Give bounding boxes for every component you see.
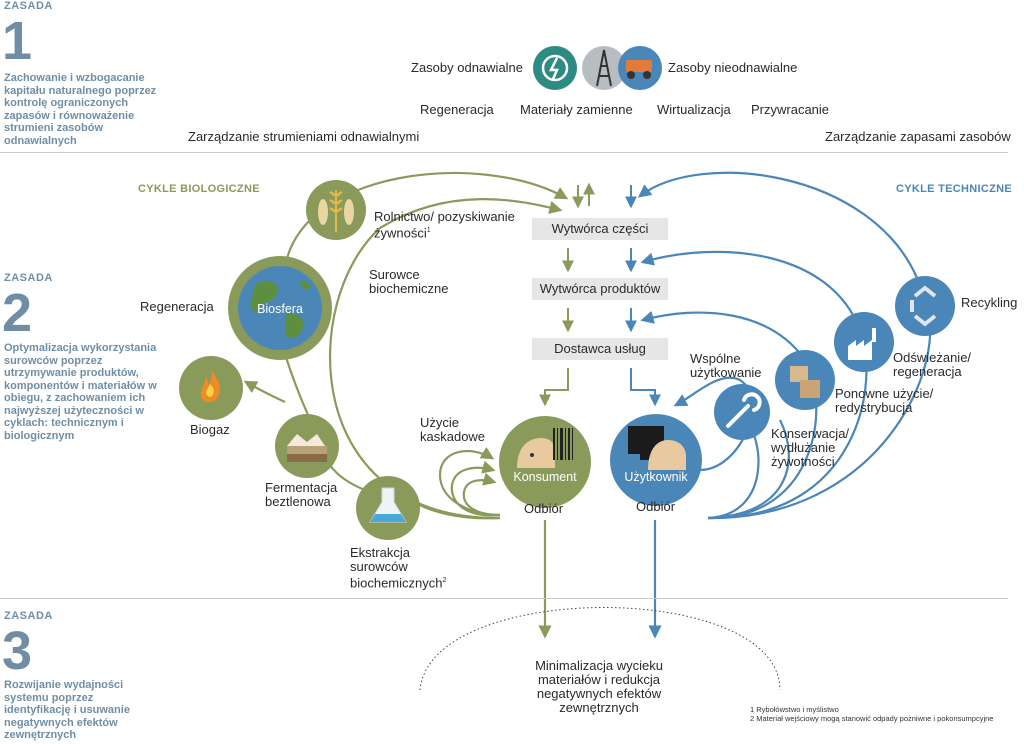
service-provider-box: Dostawca usług [532, 338, 668, 360]
user-collection-label: Odbiór [636, 499, 676, 514]
principle-1-label: ZASADA [4, 0, 53, 12]
user-circle [610, 414, 702, 506]
factory-icon [834, 312, 894, 372]
consumer-circle [499, 416, 591, 508]
renewable-icon [533, 46, 577, 90]
regeneration-top-label: Regeneracja [420, 102, 494, 117]
regeneration-bio-label: Regeneracja [140, 299, 214, 314]
divider-top [0, 152, 1008, 153]
wrench-icon [714, 384, 770, 440]
raw-biochem-label: Surowce biochemiczne [369, 267, 449, 296]
biological-cycles-title: CYKLE BIOLOGICZNE [138, 183, 260, 195]
boxes-icon [775, 350, 835, 410]
consumer-collection-label: Odbiór [524, 501, 564, 516]
product-manufacturer-box: Wytwórca produktów [532, 278, 668, 300]
renewable-resources-label: Zasoby odnawialne [411, 60, 524, 75]
footnote-2: 2 Materiał wejściowy mogą stanowić odpad… [750, 714, 994, 723]
principle-1-text: Zachowanie i wzbogacanie kapitału natura… [4, 72, 157, 147]
farming-label: Rolnictwo/ pozyskiwanie żywności1 [374, 209, 515, 241]
fermentation-icon [275, 414, 339, 478]
stock-mgmt-label: Zarządzanie zapasami zasobów [825, 129, 1011, 144]
restoration-label: Przywracanie [751, 102, 830, 117]
footnote-1: 1 Rybołówstwo i myślistwo [750, 705, 839, 714]
oil-rig-icon [582, 46, 626, 90]
principle-3-label: ZASADA [4, 610, 53, 622]
farming-icon [306, 180, 366, 240]
leakage-label: Minimalizacja wycieku materiałów i reduk… [535, 658, 663, 715]
nonrenewable-resources-label: Zasoby nieodnawialne [668, 60, 798, 75]
renewable-flows-mgmt-label: Zarządzanie strumieniami odnawialnymi [188, 129, 420, 144]
principle-3-number: 3 [2, 621, 33, 681]
recycling-icon [895, 276, 955, 336]
principle-2-text: Optymalizacja wykorzystania surowców pop… [4, 342, 157, 442]
maintain-label: Konserwacja/ wydłużanie żywotności [771, 426, 850, 469]
extraction-label: Ekstrakcja surowców biochemicznych2 [350, 545, 447, 591]
cascade-use-label: Użycie kaskadowe [420, 415, 486, 444]
parts-manufacturer-box: Wytwórca części [532, 218, 668, 240]
sharing-label: Wspólne użytkowanie [690, 351, 762, 380]
mining-truck-icon [618, 46, 662, 90]
extraction-flask-icon [356, 476, 420, 540]
principle-3-text: Rozwijanie wydajności systemu poprzez id… [4, 679, 130, 741]
principle-2-label: ZASADA [4, 272, 53, 284]
biosphere-globe [228, 256, 332, 360]
biosphere-label: Biosfera [257, 302, 303, 316]
principle-1-number: 1 [2, 11, 33, 71]
principle-2-number: 2 [2, 283, 33, 343]
leakage-arc [419, 607, 781, 691]
chain-arrows [539, 248, 661, 407]
reuse-label: Ponowne użycie/ redystrybucja [835, 386, 934, 415]
fermentation-label: Fermentacja beztlenowa [265, 480, 338, 509]
recycling-label: Recykling [961, 295, 1018, 310]
technical-cycles-title: CYKLE TECHNICZNE [896, 183, 1013, 195]
user-label: Użytkownik [624, 470, 688, 484]
biogas-flame-icon [179, 356, 243, 420]
substitute-materials-label: Materiały zamienne [520, 102, 633, 117]
biogas-label: Biogaz [190, 422, 230, 437]
virtualization-label: Wirtualizacja [657, 102, 731, 117]
divider-bottom [0, 598, 1008, 599]
refurbish-label: Odświeżanie/ regeneracja [893, 350, 972, 379]
consumer-label: Konsument [513, 470, 577, 484]
resource-inflow-arrows [572, 182, 637, 209]
